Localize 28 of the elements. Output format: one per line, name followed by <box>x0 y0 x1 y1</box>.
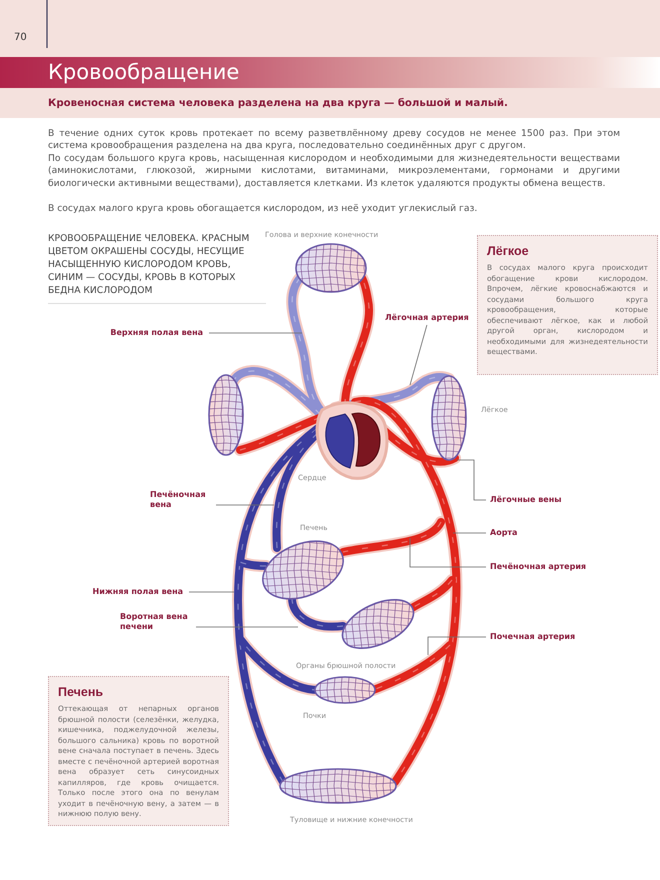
vessel-label: Нижняя полая вена <box>92 587 183 597</box>
vessel-label: Воротная вена печени <box>120 612 190 632</box>
info-panel <box>48 676 229 826</box>
leader-line <box>216 504 274 506</box>
vessel-label: Печёночная вена <box>150 490 210 510</box>
vessel-label: Лёгочные вены <box>490 495 562 505</box>
leader-line <box>196 626 298 628</box>
subtitle: Кровеносная система человека разделена на два круга — большой и малый. <box>48 98 508 109</box>
vessel-label: Почечная артерия <box>490 632 576 642</box>
vessel-label: Аорта <box>490 528 518 538</box>
body-paragraph: В сосудах малого круга кровь обогащается кислородом, из неё уходит углекислый газ. <box>48 203 478 216</box>
figure-caption: КРОВООБРАЩЕНИЕ ЧЕЛОВЕКА. КРАСНЫМ ЦВЕТОМ ОКРАШЕНЫ СОСУДЫ, НЕСУЩИЕ НАСЫЩЕННУЮ КИСЛОРОДОМ КРОВЬ, СИНИМ — СОСУДЫ, КРОВЬ В КОТОРЫХ БЕДНА КИСЛОРОДОМ <box>48 232 266 304</box>
body-paragraph: По сосудам большого круга кровь, насыщенная кислородом и необходимыми для жизнедеятельности веществами (аминокислотами, глюкозой, жирными кислотами, витаминами, микроэлементами, гормонами и другими биологически активными веществами), доставляется клетками. Из клеток удаляются продукты обмена веществ. <box>48 153 620 190</box>
info-panel <box>477 235 658 375</box>
leader-line <box>410 538 486 568</box>
vessel-label: Печёночная артерия <box>490 562 586 572</box>
vessel-label: Верхняя полая вена <box>110 328 203 338</box>
leader-line <box>410 324 428 386</box>
leader-line <box>452 532 486 534</box>
panel-heading: Печень <box>58 685 104 699</box>
page-number: 70 <box>14 32 27 43</box>
body-paragraph: В течение одних суток кровь протекает по всему разветвлённому древу сосудов не менее 1500 раз. При этом система кровообращения разделена на два круга, последовательно соединённых друг с другом. <box>48 128 620 153</box>
leader-line <box>208 332 302 334</box>
page-title: Кровообращение <box>48 59 240 86</box>
leader-line <box>428 636 486 656</box>
vessel-label: Лёгочная артерия <box>385 313 469 323</box>
leader-line <box>456 460 486 500</box>
panel-heading: Лёгкое <box>487 244 530 258</box>
